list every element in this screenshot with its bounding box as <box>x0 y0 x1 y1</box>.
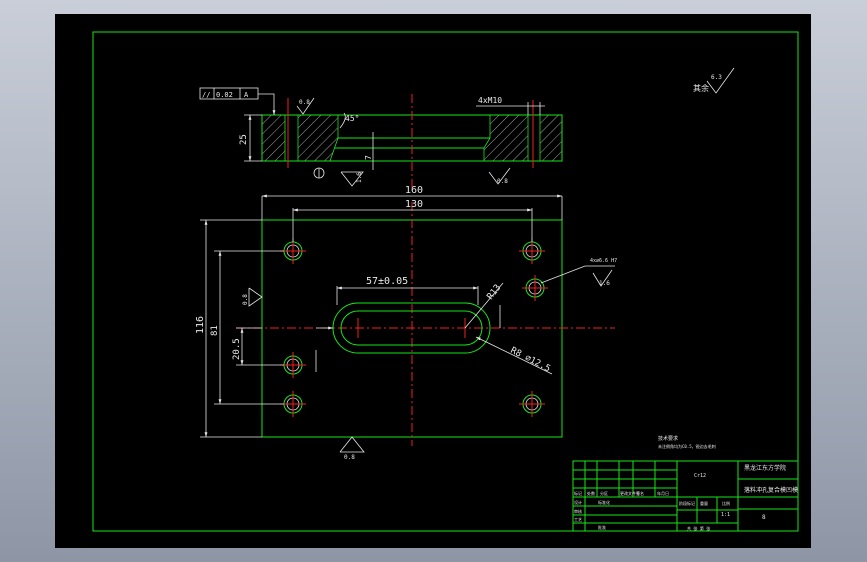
section-hatch-left-inner <box>297 114 339 162</box>
roughness-symbol <box>706 67 735 94</box>
angle-dim: 45° <box>345 114 359 123</box>
tolerance-frame <box>199 87 259 100</box>
title-block-frame <box>572 460 799 532</box>
parallelism-tolerance: 0.02 <box>216 91 233 99</box>
hole-spacing-y-dim: 81 <box>210 325 220 336</box>
approve-label: 批准 <box>598 524 606 530</box>
plan-view[interactable]: 160 130 57±0.05 R13 R8 ⌀12.5 4x⌀6.6 H7 1… <box>195 185 617 461</box>
material-value: Cr12 <box>694 473 706 479</box>
title-block[interactable]: Cr12 黑龙江东方学院 落料冲孔复合模凹模 8 1:1 比例 重量 阶段标记 … <box>572 460 799 532</box>
slot-length-dim: 57±0.05 <box>366 276 408 287</box>
row-label-count: 处数 <box>587 490 595 496</box>
school-name: 黑龙江东方学院 <box>744 464 786 472</box>
overall-width-dim: 160 <box>405 185 423 196</box>
slot-depth-dim: 7 <box>364 155 373 160</box>
sheet-number: 8 <box>762 514 766 521</box>
weight-label: 重量 <box>700 500 708 506</box>
standard-label: 标准化 <box>598 499 610 505</box>
thickness-dim: 25 <box>239 134 249 145</box>
drawing-canvas[interactable]: 其余 6.3 // 0.02 A 0.8 25 45° 7 <box>55 14 811 548</box>
roughness-bottom-value: 0.8 <box>497 178 508 185</box>
parallelism-datum: A <box>244 91 249 99</box>
slot-inner <box>340 310 483 346</box>
hole-spacing-x-dim: 130 <box>405 199 423 210</box>
row-label-mark: 标记 <box>574 490 582 496</box>
section-hatch-right-outer <box>539 114 563 162</box>
drawing-title: 落料冲孔复合模凹模 <box>744 486 798 494</box>
roughness-slot-value: 1.6 <box>356 172 363 183</box>
roughness-plan-bottom-value: 0.8 <box>344 454 355 461</box>
design-label: 设计 <box>574 499 582 505</box>
row-label-zone: 分区 <box>600 490 608 496</box>
roughness-left-value: 0.8 <box>242 294 249 305</box>
section-view[interactable]: // 0.02 A 0.8 25 45° 7 1.6 4xM10 0.8 <box>199 87 563 188</box>
thread-callout: 4xM10 <box>478 96 502 105</box>
row-label-sign: 签名 <box>636 490 644 496</box>
hole-callout-dim: R8 ⌀12.5 <box>509 346 552 375</box>
sheet-label: 共 张 第 张 <box>687 525 710 531</box>
roughness-hole-value: 1.6 <box>599 280 610 287</box>
slot-offset-dim: 20.5 <box>232 338 242 360</box>
roughness-top-value: 0.8 <box>299 99 310 106</box>
scale-label: 比例 <box>722 500 730 506</box>
roughness-note-text: 其余 <box>693 83 709 93</box>
parallelism-symbol: // <box>202 91 210 99</box>
section-hatch-left-outer <box>261 114 286 162</box>
roughness-note-value: 6.3 <box>711 74 722 81</box>
overall-height-dim: 116 <box>195 316 206 334</box>
tech-note-title: 技术要求 <box>658 435 678 442</box>
check-label: 审核 <box>574 508 582 514</box>
scale-value: 1:1 <box>721 512 730 518</box>
drawing-sheet: 其余 6.3 // 0.02 A 0.8 25 45° 7 <box>55 14 811 548</box>
process-label: 工艺 <box>574 517 582 522</box>
hole-leader-note: 4x⌀6.6 H7 <box>590 258 617 264</box>
row-label-date: 年月日 <box>657 490 669 496</box>
row-label-change: 更改文件号 <box>620 490 640 496</box>
drawing-frame <box>92 31 799 532</box>
section-hatch-right-inner <box>483 114 529 162</box>
slot-outer <box>332 302 491 354</box>
dowel-hole-right <box>522 275 548 301</box>
stage-label: 阶段标记 <box>679 500 695 506</box>
tech-note-line: 未注倒角均为C0.5，锐边去毛刺 <box>658 443 716 449</box>
corner-hole-br <box>519 391 545 417</box>
